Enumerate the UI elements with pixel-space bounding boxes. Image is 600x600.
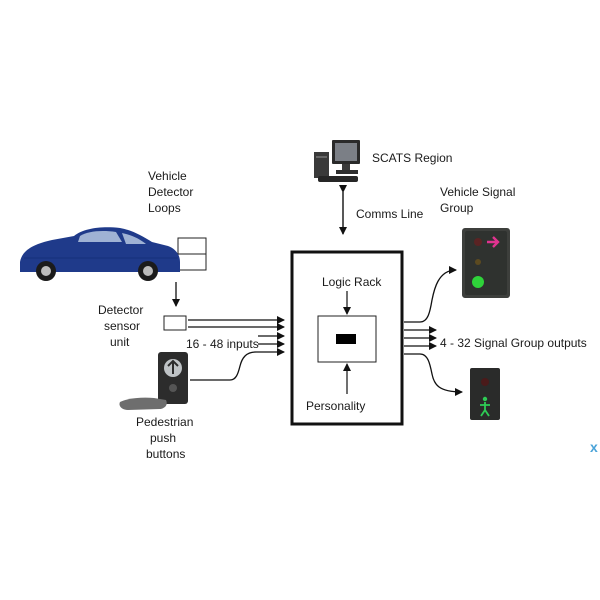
vehicle-detector-loops-label-line-2: Detector (148, 185, 193, 199)
comms-line-label: Comms Line (356, 207, 424, 221)
pedestrian-push-buttons-label-line-2: push (150, 431, 176, 445)
detector-loops (177, 237, 207, 271)
vehicle-signal-group-label-line-1: Vehicle Signal (440, 185, 515, 199)
detector-sensor-unit-box (163, 315, 187, 331)
input-arrows (188, 316, 285, 381)
pedestrian-push-buttons-label-line-3: buttons (146, 447, 185, 461)
detector-sensor-unit-label-line-2: sensor (104, 319, 140, 333)
logic-rack-label: Logic Rack (322, 275, 382, 289)
scats-region-label: SCATS Region (372, 151, 452, 165)
output-arrows (404, 266, 463, 396)
logic-rack-module (336, 334, 356, 344)
computer-icon (314, 140, 360, 182)
vehicle-signal-group-label-line-2: Group (440, 201, 474, 215)
inputs-label: 16 - 48 inputs (186, 337, 259, 351)
push-button-icon (119, 352, 188, 410)
traffic-signal-icon (462, 228, 510, 298)
vehicle-detector-loops-label-line-3: Loops (148, 201, 181, 215)
vehicle-detector-loops-label-line-1: Vehicle (148, 169, 187, 183)
personality-label: Personality (306, 399, 365, 413)
car-icon (20, 227, 180, 281)
detector-sensor-unit-label-line-1: Detector (98, 303, 143, 317)
pedestrian-push-buttons-label-line-1: Pedestrian (136, 415, 193, 429)
pedestrian-signal-icon (470, 368, 500, 420)
outputs-label: 4 - 32 Signal Group outputs (440, 336, 587, 350)
close-icon[interactable]: x (590, 439, 598, 455)
detector-sensor-unit-label-line-3: unit (110, 335, 130, 349)
